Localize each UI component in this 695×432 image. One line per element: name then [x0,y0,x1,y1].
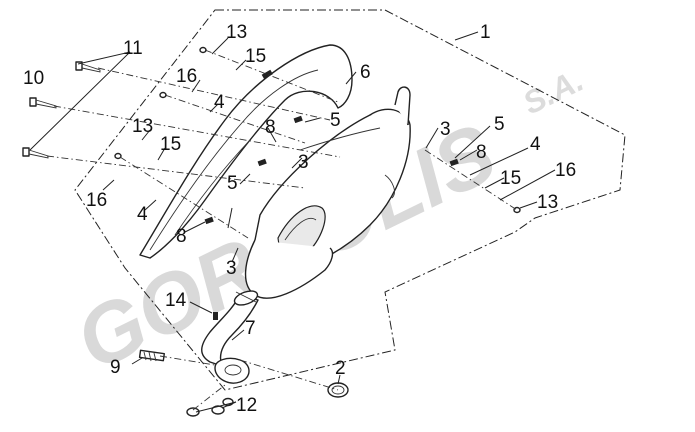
callout-13-top: 13 [226,22,247,43]
callout-8-upper: 8 [265,117,276,138]
leader-lines [29,31,556,413]
callout-11: 11 [123,38,143,59]
assembly-lines [46,49,518,411]
callout-4-left: 4 [137,204,148,225]
callout-labels: 1 2 3 3 3 4 4 4 5 5 5 6 7 8 8 8 9 10 11 … [23,22,576,416]
callout-2: 2 [335,358,346,379]
callout-3-lower: 3 [226,258,237,279]
muffler [244,86,411,299]
callout-5-upper: 5 [330,110,341,131]
callout-16-top: 16 [176,66,197,87]
callout-12: 12 [236,395,257,416]
flange [214,357,250,384]
callout-4-right: 4 [530,134,541,155]
callout-7: 7 [245,318,256,339]
watermark-suffix: S.A. [517,62,589,122]
heat-shield [139,44,353,259]
nuts [186,397,234,417]
callout-9: 9 [110,357,121,378]
callout-5-middle: 5 [227,173,238,194]
callout-1: 1 [480,22,491,43]
callout-5-right: 5 [494,114,505,135]
assembly-boundary [74,9,626,391]
callout-6: 6 [360,62,371,83]
callout-16-left: 16 [86,190,107,211]
callout-15-right: 15 [500,168,521,189]
callout-8-right: 8 [476,142,487,163]
bolts [22,61,101,159]
callout-10: 10 [23,68,44,89]
stud [138,349,166,362]
callout-16-right: 16 [555,160,576,181]
callout-3-upper: 3 [298,152,309,173]
callout-8-lower: 8 [176,226,187,247]
callout-13-left: 13 [132,116,153,137]
callout-15-top: 15 [245,46,266,67]
callout-3-right: 3 [440,119,451,140]
callout-15-left: 15 [160,134,181,155]
callout-13-right: 13 [537,192,558,213]
callout-4-upper: 4 [214,92,225,113]
callout-14: 14 [165,290,187,311]
